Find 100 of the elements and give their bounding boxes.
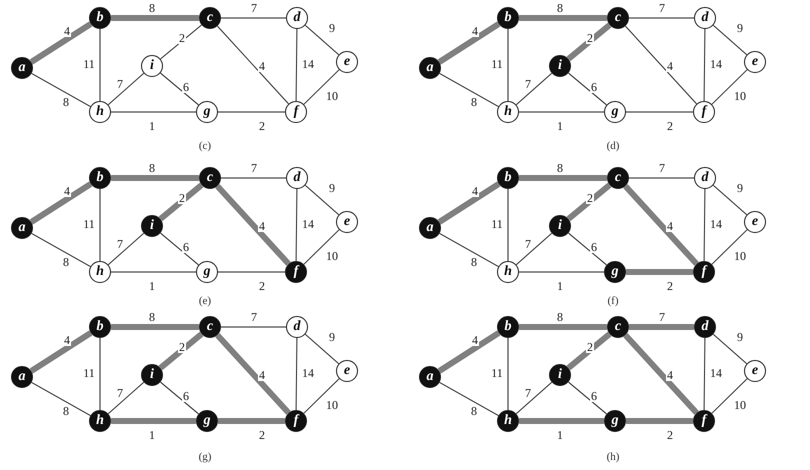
vertex-circle: h [497,101,519,123]
edge-line [516,72,552,106]
edge-weight: 14 [301,58,315,70]
highlighted-edge [158,182,204,222]
vertex-circle: i [549,55,571,77]
edge-weight: 8 [62,256,70,268]
edge-weight: 10 [733,250,747,262]
highlighted-edge [629,324,694,330]
edge-weight: 7 [116,238,124,250]
edge-line [516,382,552,414]
edge-weight: 8 [556,311,564,323]
edge-weight: 2 [586,32,594,44]
vertex-circle: c [199,7,221,29]
vertex-circle: b [497,167,519,189]
edge-weight: 11 [82,218,96,230]
edge-weight: 2 [666,429,674,441]
edge-line [704,28,706,102]
edge-line [624,26,698,104]
vertex-circle: f [285,101,307,123]
vertex-circle: h [89,101,111,123]
edge-weight: 7 [250,2,258,14]
edge-weight: 9 [736,331,744,343]
vertex-circle: i [141,364,163,386]
edge-line [712,334,748,364]
edge-weight: 2 [666,120,674,132]
edge-weight: 8 [148,311,156,323]
edge-line [108,72,144,106]
highlighted-edge [626,418,693,424]
edge-line [704,338,706,410]
highlighted-edge [30,181,92,225]
edge-line [304,24,340,56]
edge-weight: 1 [556,280,564,292]
vertex-circle: c [199,167,221,189]
edge-line [304,184,340,216]
edge-weight: 4 [666,369,674,381]
edge-weight: 8 [62,405,70,417]
edge-weight: 4 [471,334,479,346]
vertex-circle: e [744,360,766,382]
edge-line [296,188,298,262]
vertex-circle: h [89,261,111,283]
vertex-circle: d [286,7,308,29]
edge-line [296,28,298,102]
edge-line [303,378,340,414]
edge-weight: 11 [490,58,504,70]
edge-weight: 1 [556,429,564,441]
edge-line [711,69,748,105]
vertex-circle: i [141,215,163,237]
edge-weight: 11 [490,218,504,230]
edge-line [711,378,748,414]
highlighted-edge [623,184,699,266]
edge-weight: 8 [470,96,478,108]
highlighted-edge [218,418,285,424]
vertex-circle: a [11,217,33,239]
highlighted-edge [438,181,500,225]
edge-line [568,232,608,266]
edge-line [160,232,200,266]
vertex-circle: e [336,211,358,233]
edge-weight: 4 [258,369,266,381]
vertex-circle: i [141,55,163,77]
highlighted-edge [438,330,500,374]
edge-line [304,334,340,364]
highlighted-edge [215,333,291,415]
vertex-circle: b [89,7,111,29]
edge-line [516,232,552,266]
edge-weight: 7 [658,162,666,174]
edge-line [160,382,200,414]
vertex-circle: d [694,167,716,189]
edge-weight: 4 [258,220,266,232]
edge-weight: 4 [63,334,71,346]
panel-caption: (c) [198,140,212,152]
edge-line [711,229,748,265]
edge-weight: 6 [182,81,190,93]
edge-weight: 4 [471,185,479,197]
edge-weight: 2 [586,192,594,204]
vertex-circle: g [604,101,626,123]
panel-caption: (h) [606,451,620,463]
highlighted-edge [111,418,196,424]
vertex-circle: h [497,410,519,432]
highlighted-edge [111,175,199,181]
highlighted-edge [519,418,604,424]
edge-weight: 8 [556,2,564,14]
edge-weight: 14 [709,218,723,230]
edge-weight: 6 [590,390,598,402]
edge-weight: 7 [116,78,124,90]
panel-caption: (d) [606,140,620,152]
vertex-circle: g [196,261,218,283]
edge-weight: 7 [524,387,532,399]
edge-weight: 9 [736,182,744,194]
highlighted-edge [111,324,199,330]
panel-caption: (g) [198,451,212,463]
edge-weight: 8 [470,256,478,268]
edge-weight: 8 [148,162,156,174]
edge-weight: 9 [328,331,336,343]
edge-weight: 4 [666,220,674,232]
edge-line [31,382,91,416]
edge-weight: 1 [556,120,564,132]
edge-weight: 1 [148,429,156,441]
vertex-circle: a [11,57,33,79]
vertex-circle: b [497,316,519,338]
vertex-circle: f [693,101,715,123]
